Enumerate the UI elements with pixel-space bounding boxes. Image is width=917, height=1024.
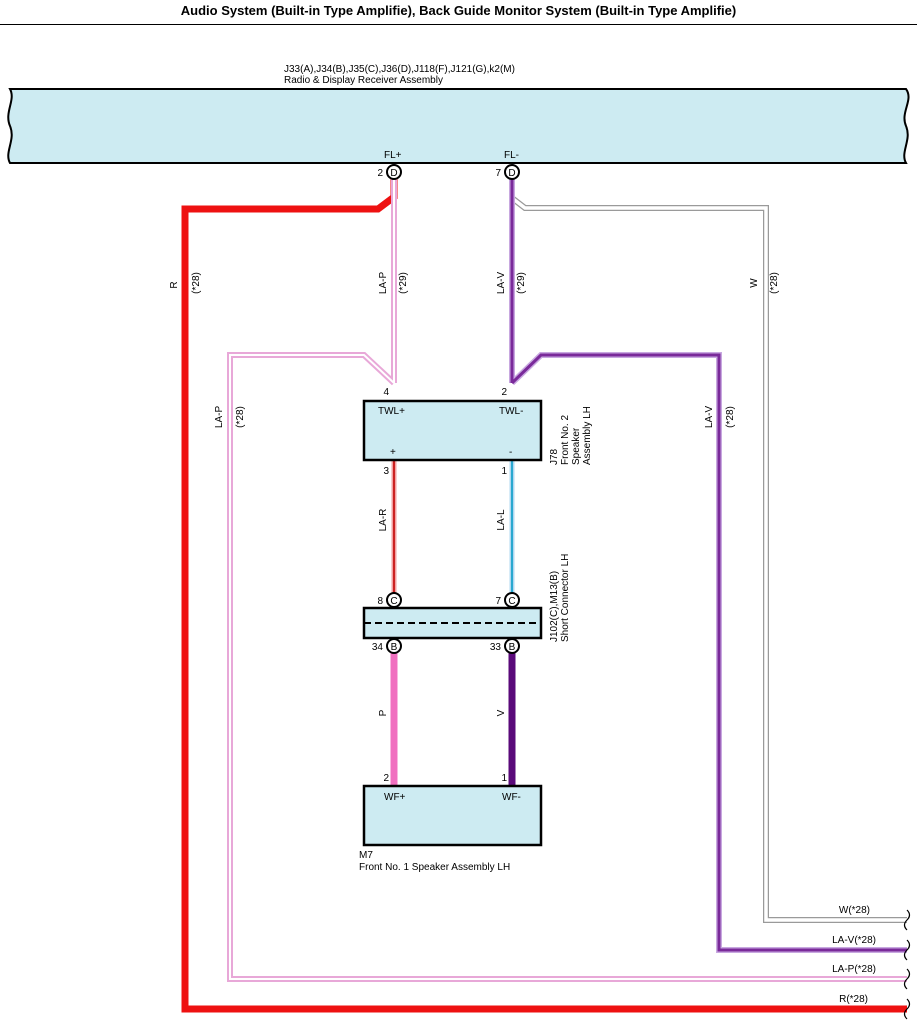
speaker2-term-minus: TWL- <box>499 406 523 417</box>
svg-text:D: D <box>508 168 515 179</box>
speaker2-pin-top-plus: 4 <box>383 387 389 398</box>
receiver-name: Radio & Display Receiver Assembly <box>284 75 443 86</box>
short-terminal-34: B <box>386 638 402 654</box>
speaker2-pin-bot-plus: 3 <box>383 466 389 477</box>
wire-r <box>181 172 907 1013</box>
speaker1-box <box>362 784 543 847</box>
label-lav-right-note: (*28) <box>725 406 736 428</box>
receiver-box <box>7 88 910 164</box>
label-lap-left-note: (*28) <box>235 406 246 428</box>
speaker1-pin-minus: 1 <box>501 773 507 784</box>
receiver-terminal-2: D <box>386 164 402 180</box>
speaker2-box <box>362 399 543 462</box>
speaker2-pol-minus: - <box>509 447 512 458</box>
edge-label-r: R(*28) <box>839 994 868 1005</box>
speaker2-name-2: Speaker <box>571 427 582 465</box>
speaker2-code: J78 <box>549 448 560 465</box>
speaker1-name: Front No. 1 Speaker Assembly LH <box>359 862 510 873</box>
speaker1-term-minus: WF- <box>502 792 521 803</box>
speaker1-code: M7 <box>359 850 373 861</box>
wire-la-v <box>509 172 907 953</box>
wire-w <box>509 172 907 923</box>
speaker2-pin-top-minus: 2 <box>501 387 507 398</box>
short-connector-name: Short Connector LH <box>560 554 571 642</box>
receiver-connectors: J33(A),J34(B),J35(C),J36(D),J118(F),J121… <box>284 64 515 75</box>
speaker1-pin-plus: 2 <box>383 773 389 784</box>
receiver-terminal-7: D <box>504 164 520 180</box>
label-r: R <box>169 281 180 288</box>
short-pin-34-num: 34 <box>372 642 384 653</box>
short-terminal-7: C <box>504 592 520 608</box>
label-lar: LA-R <box>378 509 389 532</box>
label-lap-top: LA-P <box>378 272 389 295</box>
speaker2-name-1: Front No. 2 <box>560 415 571 465</box>
svg-text:B: B <box>509 642 516 653</box>
short-terminal-33: B <box>504 638 520 654</box>
edge-label-lap: LA-P(*28) <box>832 964 876 975</box>
label-lav-right: LA-V <box>704 406 715 429</box>
svg-text:B: B <box>391 642 398 653</box>
break-marks <box>903 909 911 1020</box>
speaker2-pol-plus: + <box>390 447 396 458</box>
short-connector-code: J102(C),M13(B) <box>549 571 560 642</box>
edge-label-lav: LA-V(*28) <box>832 935 876 946</box>
receiver-pin-fl-minus-label: FL- <box>504 150 519 161</box>
label-p: P <box>378 709 389 716</box>
label-v: V <box>496 709 507 716</box>
receiver-pin-fl-plus-label: FL+ <box>384 150 402 161</box>
svg-text:C: C <box>390 596 397 607</box>
short-terminal-8: C <box>386 592 402 608</box>
short-pin-33-num: 33 <box>490 642 502 653</box>
edge-label-w: W(*28) <box>839 905 870 916</box>
svg-text:C: C <box>508 596 515 607</box>
label-w-note: (*28) <box>769 272 780 294</box>
speaker2-term-plus: TWL+ <box>378 406 405 417</box>
receiver-pin-2-num: 2 <box>377 168 383 179</box>
short-pin-8-num: 8 <box>377 596 383 607</box>
speaker2-name-3: Assembly LH <box>582 406 593 465</box>
short-pin-7-num: 7 <box>495 596 501 607</box>
svg-text:D: D <box>390 168 397 179</box>
label-lap-top-note: (*29) <box>398 272 409 294</box>
speaker2-pin-bot-minus: 1 <box>501 466 507 477</box>
label-w: W <box>749 278 760 288</box>
label-lav-top: LA-V <box>496 272 507 295</box>
label-lal: LA-L <box>496 509 507 531</box>
title-rule <box>0 24 917 25</box>
label-lav-top-note: (*29) <box>516 272 527 294</box>
speaker1-term-plus: WF+ <box>384 792 406 803</box>
label-lap-left: LA-P <box>214 406 225 429</box>
receiver-pin-7-num: 7 <box>495 168 501 179</box>
label-r-note: (*28) <box>191 272 202 294</box>
wire-la-p <box>227 172 907 982</box>
diagram-title: Audio System (Built-in Type Amplifie), B… <box>180 3 737 18</box>
